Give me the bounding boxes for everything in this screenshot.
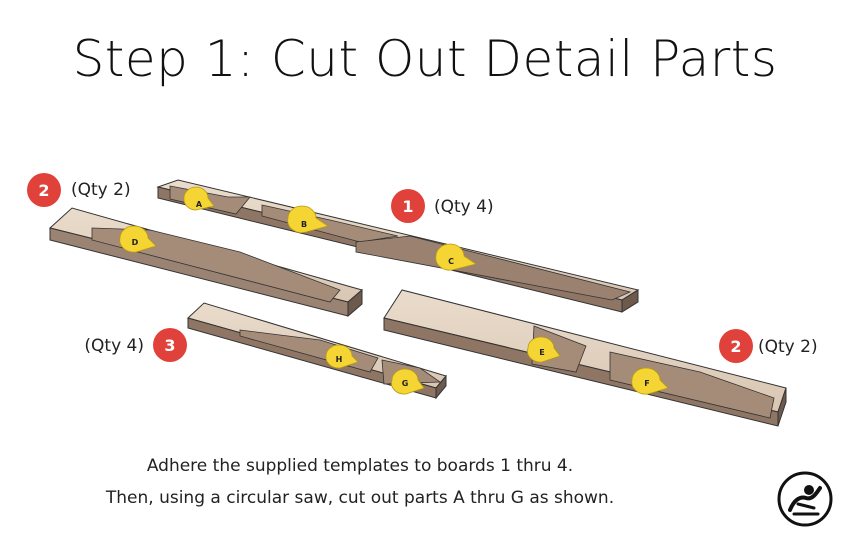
part-label: D [132, 238, 139, 247]
board-number: 3 [164, 336, 175, 355]
part-label: G [402, 379, 409, 388]
board-badge-3: 3 (Qty 4) [84, 328, 187, 362]
board-badge-1: 1 (Qty 4) [391, 189, 494, 223]
part-label: H [336, 355, 343, 364]
part-label: E [539, 348, 544, 357]
board-number: 1 [402, 197, 413, 216]
part-tag-d: D [119, 225, 157, 253]
board-number: 2 [38, 181, 49, 200]
board-badge-2-right: 2 (Qty 2) [719, 329, 818, 363]
board-qty: (Qty 4) [84, 336, 144, 356]
board-qty: (Qty 2) [71, 180, 131, 200]
brand-logo-icon [777, 471, 833, 527]
part-c-shape [355, 235, 632, 301]
part-label: A [196, 200, 203, 209]
part-label: F [644, 379, 649, 388]
page-title: Step 1: Cut Out Detail Parts [72, 30, 778, 88]
board-badge-2-left: 2 (Qty 2) [27, 173, 131, 207]
part-label: C [448, 257, 454, 266]
part-tag-b: B [287, 205, 329, 233]
board-qty: (Qty 2) [758, 337, 818, 357]
part-tag-c: C [435, 243, 477, 271]
part-tag-h: H [325, 344, 359, 369]
part-label: B [301, 220, 307, 229]
board-qty: (Qty 4) [434, 197, 494, 217]
board-number: 2 [730, 337, 741, 356]
board-1 [156, 179, 640, 313]
instruction-line-1: Adhere the supplied templates to boards … [146, 456, 574, 476]
board-3 [187, 302, 447, 400]
instruction-line-2: Then, using a circular saw, cut out part… [105, 488, 615, 508]
part-tag-e: E [527, 336, 561, 363]
part-tag-a: A [183, 186, 215, 211]
part-tag-g: G [391, 368, 425, 395]
part-tag-f: F [631, 367, 669, 395]
